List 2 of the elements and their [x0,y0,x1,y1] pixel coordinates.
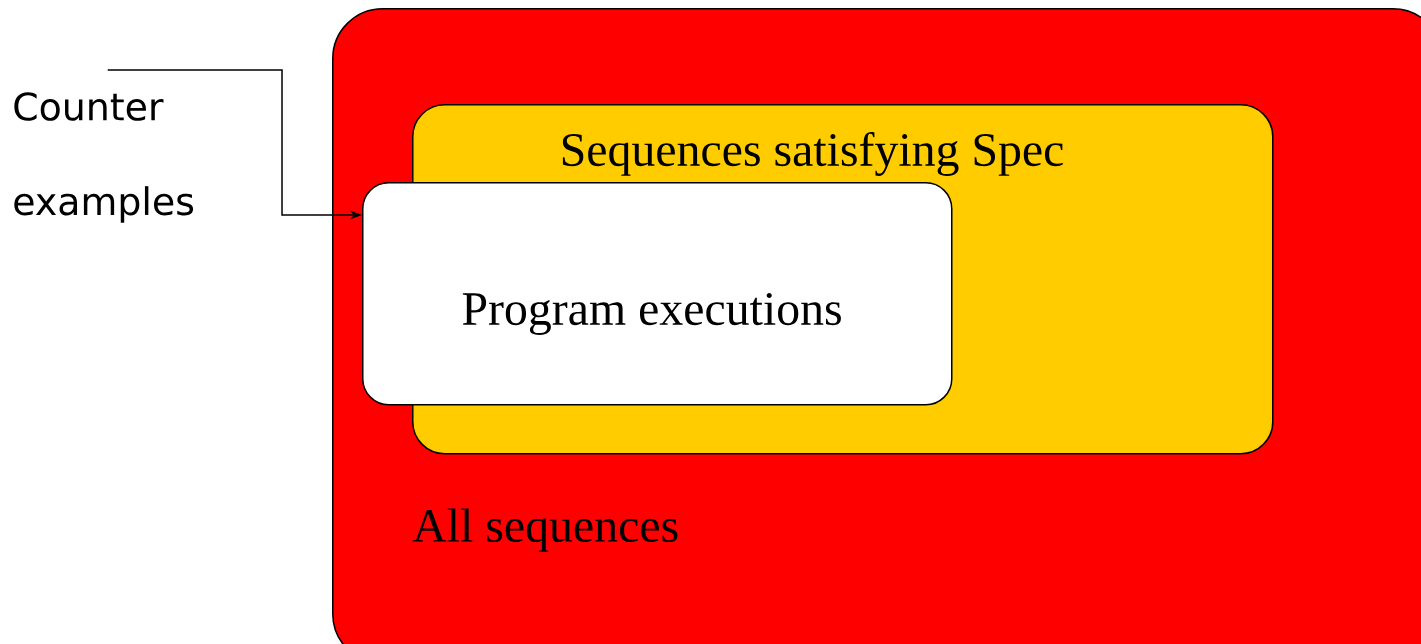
region-box: Program executions [362,182,953,406]
label-text: Counter examples [14,92,194,223]
